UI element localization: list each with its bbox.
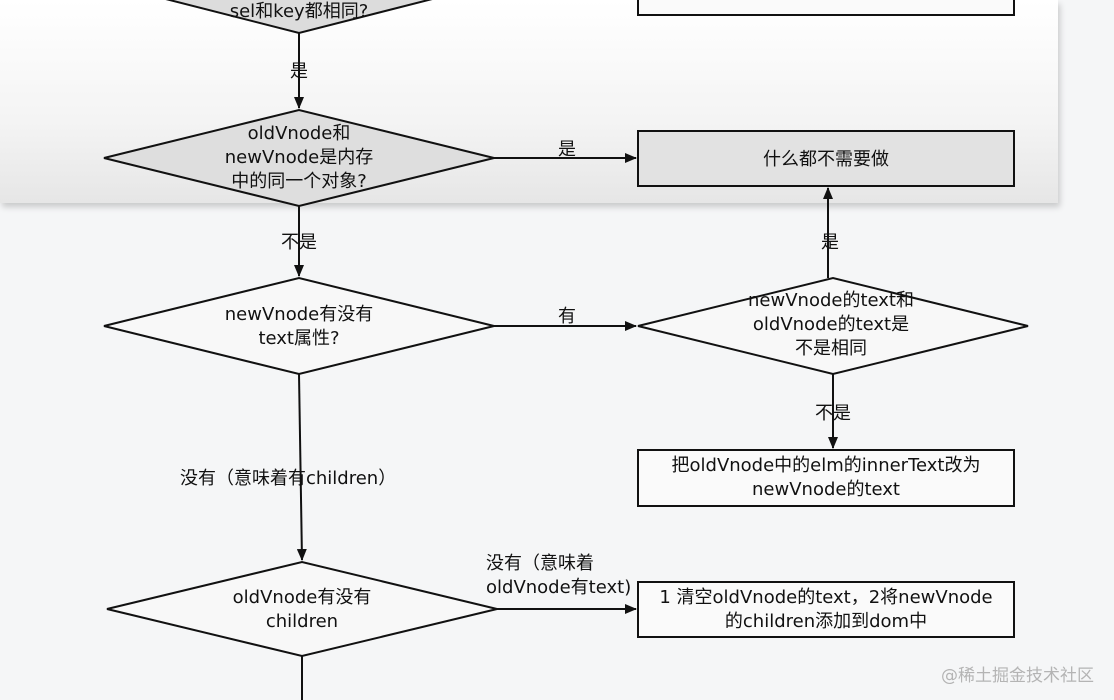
- label-has-text-line: newVnode有没有: [225, 304, 373, 325]
- decision-has-text-shape: [103, 276, 495, 376]
- edge-label-not-diff-line: 不是: [815, 403, 851, 424]
- label-old-children-line: oldVnode有没有: [233, 587, 372, 608]
- edge-label-yes-up-line: 是: [821, 232, 839, 253]
- label-set-text-line: 把oldVnode中的elm的innerText改为: [672, 455, 981, 476]
- edge-label-has: 有: [558, 306, 576, 327]
- label-clear-add-line: 1 清空oldVnode的text，2将newVnode: [659, 587, 992, 608]
- label-has-text: newVnode有没有 text属性?: [225, 304, 373, 349]
- label-text-same-line: newVnode的text和: [748, 290, 914, 311]
- label-clear-add: 1 清空oldVnode的text，2将newVnode 的children添加到…: [659, 587, 992, 632]
- label-old-children-line: children: [266, 611, 338, 632]
- label-text-same-line: 不是相同: [795, 338, 867, 359]
- process-clear-add-shape: [637, 581, 1015, 638]
- label-same-object-line: 中的同一个对象?: [231, 171, 367, 192]
- label-set-text-line: newVnode的text: [752, 479, 900, 500]
- label-same-object-line: oldVnode和: [248, 123, 351, 144]
- label-sel-key-line: sel和key都相同?: [230, 1, 369, 22]
- label-old-children: oldVnode有没有 children: [233, 587, 372, 632]
- label-sel-key: sel和key都相同?: [230, 1, 369, 22]
- edge-label-no-text-line: 没有（意味着有children）: [180, 468, 396, 489]
- edge-label-no-children-line: 没有（意味着: [486, 553, 594, 574]
- edge-label-yes-up: 是: [821, 232, 839, 253]
- edge-label-yes-2-line: 是: [558, 139, 576, 160]
- edge-label-no-children-line: oldVnode有text): [486, 577, 631, 598]
- decision-old-children-shape: [106, 560, 498, 658]
- label-set-text: 把oldVnode中的elm的innerText改为 newVnode的text: [672, 455, 981, 500]
- edge-label-yes-1: 是: [290, 61, 308, 82]
- process-top-partial-shape: [637, 0, 1015, 16]
- decision-sel-key-shape: [165, 0, 433, 35]
- edge-label-no-text: 没有（意味着有children）: [180, 468, 396, 489]
- edge-label-yes-1-line: 是: [290, 61, 308, 82]
- watermark: @稀土掘金技术社区: [941, 666, 1094, 686]
- edge-label-has-line: 有: [558, 306, 576, 327]
- process-nothing-shape: [637, 130, 1015, 187]
- label-nothing: 什么都不需要做: [763, 149, 889, 170]
- decision-text-same-shape: [637, 276, 1029, 376]
- edge-label-no-children: 没有（意味着 oldVnode有text): [486, 553, 631, 598]
- edge-hastext-to-oldchildren: [296, 373, 307, 561]
- process-set-text-shape: [637, 449, 1015, 507]
- label-same-object: oldVnode和 newVnode是内存中的同一个对象?: [225, 123, 373, 192]
- edge-label-not-diff: 不是: [815, 403, 851, 424]
- edge-label-not-same: 不是: [281, 232, 317, 253]
- label-clear-add-line: 的children添加到dom中: [725, 611, 927, 632]
- label-nothing-line: 什么都不需要做: [763, 149, 889, 170]
- label-has-text-line: text属性?: [258, 328, 339, 349]
- edge-label-not-same-line: 不是: [281, 232, 317, 253]
- label-same-object-line: newVnode是内存: [225, 147, 373, 168]
- edge-label-yes-2: 是: [558, 139, 576, 160]
- label-text-same: newVnode的text和 oldVnode的text是不是相同: [748, 290, 914, 359]
- label-text-same-line: oldVnode的text是: [753, 314, 909, 335]
